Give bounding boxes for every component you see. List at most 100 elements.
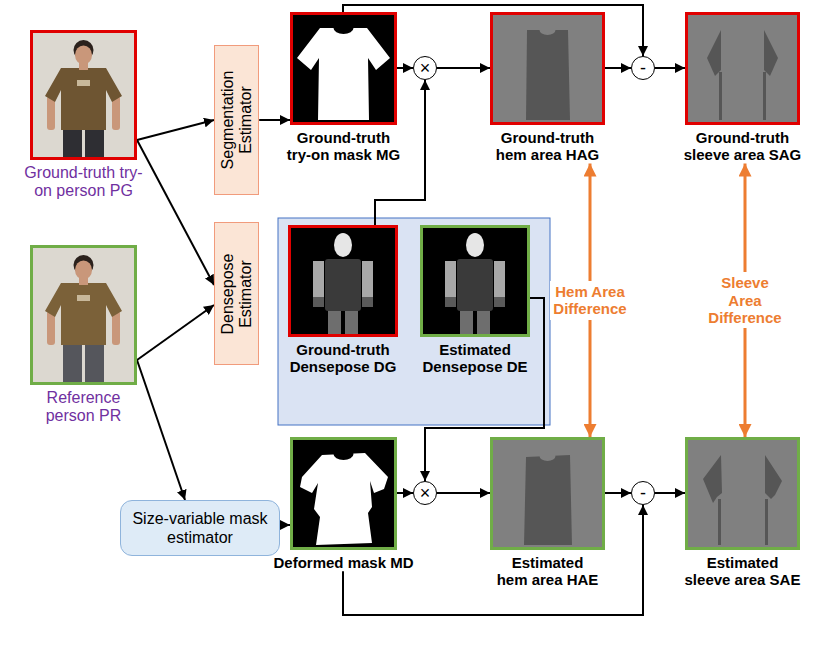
hem-area-image [490, 12, 605, 125]
sleeve-area [764, 30, 778, 76]
face [75, 261, 92, 280]
mask-background [290, 12, 397, 125]
sleeve-edge [763, 72, 766, 120]
densepose-hand [494, 297, 505, 307]
shirt-badge [77, 295, 90, 301]
edge-label: Sleeve Area Difference [705, 272, 784, 328]
caption: Ground-truth Densepose DG [270, 341, 416, 376]
process-box: Size-variable mask estimator [120, 500, 280, 556]
image-frame [30, 30, 137, 160]
flow-arrow [259, 119, 290, 121]
densepose-head [466, 233, 484, 257]
flow-arrow [437, 67, 490, 69]
photo-background [30, 30, 137, 160]
mask-neck [334, 22, 354, 34]
caption: Ground-truth hem area HAG [472, 129, 623, 164]
operator-circle: × [413, 56, 437, 80]
densepose-arm [445, 261, 456, 297]
densepose-hand [362, 297, 373, 307]
caption: Deformed mask MD [272, 554, 415, 571]
image-box: Estimated sleeve area SAE [685, 437, 800, 589]
flow-arrow [655, 492, 685, 494]
flow-arrow [397, 492, 413, 494]
shirt-badge [77, 80, 90, 86]
hem-area-image [490, 437, 605, 550]
estimator-box: Segmentation Estimator [214, 45, 259, 195]
area-background [490, 437, 605, 550]
sleeve-area [765, 455, 782, 499]
box-label: Densepose Estimator [219, 239, 254, 349]
mask-image [290, 437, 397, 550]
flow-arrow [605, 492, 631, 494]
densepose-panel [278, 218, 550, 425]
flow-arrow [137, 305, 214, 360]
box-label: Segmentation Estimator [219, 62, 254, 178]
person-photo [30, 30, 137, 160]
leg [63, 130, 82, 160]
hem-area [524, 455, 572, 545]
image-frame [685, 437, 800, 550]
densepose-head [334, 233, 352, 257]
shirt [45, 68, 122, 130]
densepose-torso [457, 259, 493, 311]
person-photo [30, 245, 137, 385]
sleeve-edge [718, 499, 721, 545]
image-box: Ground-truth hem area HAG [490, 12, 605, 164]
image-box: Ground-truth sleeve area SAG [685, 12, 800, 164]
densepose-leg [345, 309, 358, 337]
box-label: Size-variable mask estimator [127, 509, 273, 547]
image-frame [420, 225, 530, 337]
image-frame [685, 12, 800, 125]
sleeve-area-image [685, 437, 800, 550]
densepose-background [420, 225, 530, 337]
densepose-image [288, 225, 398, 337]
operator-symbol: - [640, 59, 646, 77]
flow-arrow [397, 67, 413, 69]
flow-arrow [437, 492, 490, 494]
densepose-background [288, 225, 398, 337]
caption: Estimated Densepose DE [402, 341, 548, 376]
shirt [45, 283, 122, 345]
photo-background [30, 245, 137, 385]
flow-arrow [425, 298, 544, 481]
area-background [685, 12, 800, 125]
mask-shirt [297, 28, 390, 120]
image-frame [290, 12, 397, 125]
hem-area [526, 30, 570, 120]
operator-circle: - [631, 56, 655, 80]
densepose-leg [460, 309, 473, 337]
densepose-image [420, 225, 530, 337]
caption: Reference person PR [12, 389, 155, 426]
mask-neck [334, 448, 354, 460]
neck-notch [540, 451, 556, 461]
estimator-box: Densepose Estimator [214, 222, 259, 365]
area-background [685, 437, 800, 550]
densepose-hand [313, 297, 324, 307]
densepose-torso [325, 259, 361, 311]
mask-background [290, 437, 397, 550]
operator-symbol: × [420, 484, 431, 502]
caption: Ground-truth try-on mask MG [272, 129, 415, 164]
leg [85, 130, 104, 160]
mask-shirt [300, 453, 388, 545]
mask-image [290, 12, 397, 125]
caption: Estimated sleeve area SAE [667, 554, 818, 589]
flow-arrow [655, 67, 685, 69]
flow-arrow [137, 360, 185, 500]
image-frame [30, 245, 137, 385]
sleeve-edge [719, 72, 722, 120]
image-box: Deformed mask MD [290, 437, 397, 571]
image-frame [490, 437, 605, 550]
caption: Estimated hem area HAE [472, 554, 623, 589]
sleeve-edge [765, 499, 768, 545]
leg [85, 345, 104, 385]
edge-label: Hem Area Difference [550, 281, 629, 320]
sleeve-area-image [685, 12, 800, 125]
face [75, 46, 92, 65]
operator-circle: - [631, 481, 655, 505]
flow-arrow [137, 140, 214, 285]
image-box: Estimated Densepose DE [420, 225, 530, 376]
densepose-leg [477, 309, 490, 337]
neck-notch [540, 25, 556, 35]
